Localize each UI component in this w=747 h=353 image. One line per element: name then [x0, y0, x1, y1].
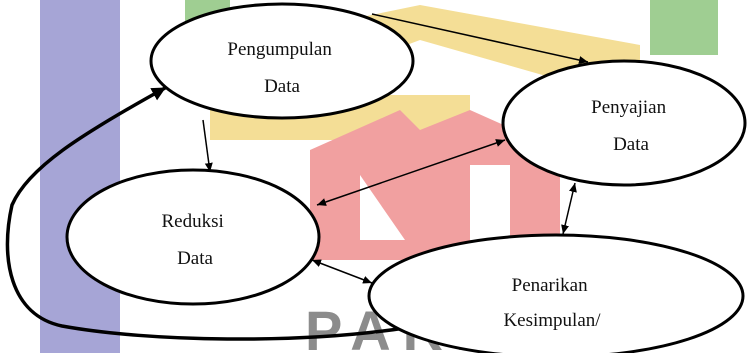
- svg-text:Pengumpulan Data: Pengumpulan Data: [227, 39, 336, 97]
- node-label-line: Data: [264, 76, 300, 97]
- edge-penyajian-penarikan: [561, 182, 577, 235]
- node-label-line: Kesimpulan/: [503, 310, 601, 331]
- node-ellipse: [149, 2, 415, 120]
- edge-penarikan-to-pengumpulan-loop: [5, 86, 407, 341]
- node-reduksi-data: Reduksi Data: [65, 168, 321, 306]
- edge-penyajian-reduksi: [316, 139, 506, 206]
- node-penarikan-kesimpulan: Penarikan Kesimpulan/: [367, 233, 745, 353]
- svg-text:Penarikan Kesimpulan: Penarikan Kesimpulan/: [503, 275, 601, 331]
- node-label-line: Pengumpulan: [227, 39, 332, 60]
- node-label-line: Penyajian: [591, 97, 666, 118]
- edge-pengumpulan-to-penyajian: [371, 13, 589, 64]
- node-label-line: Data: [177, 248, 213, 269]
- node-ellipse: [501, 59, 747, 187]
- watermark-green-right-block: [650, 0, 718, 55]
- nodes: Pengumpulan Data Penyajian Data Reduksi …: [65, 2, 747, 353]
- svg-text:Reduksi Data: Reduksi Data: [161, 211, 228, 269]
- node-ellipse: [367, 233, 745, 353]
- edge-pengumpulan-to-reduksi: [202, 119, 213, 173]
- node-label-line: Reduksi: [161, 211, 223, 232]
- node-label-line: Penarikan: [512, 275, 588, 296]
- edges: [5, 13, 589, 341]
- watermark-purple-bar: [40, 0, 120, 353]
- node-penyajian-data: Penyajian Data: [501, 59, 747, 187]
- node-ellipse: [65, 168, 321, 306]
- node-label-line: Data: [613, 134, 649, 155]
- node-pengumpulan-data: Pengumpulan Data: [149, 2, 415, 120]
- edge-reduksi-penarikan: [311, 259, 373, 284]
- svg-text:Penyajian Data: Penyajian Data: [591, 97, 671, 155]
